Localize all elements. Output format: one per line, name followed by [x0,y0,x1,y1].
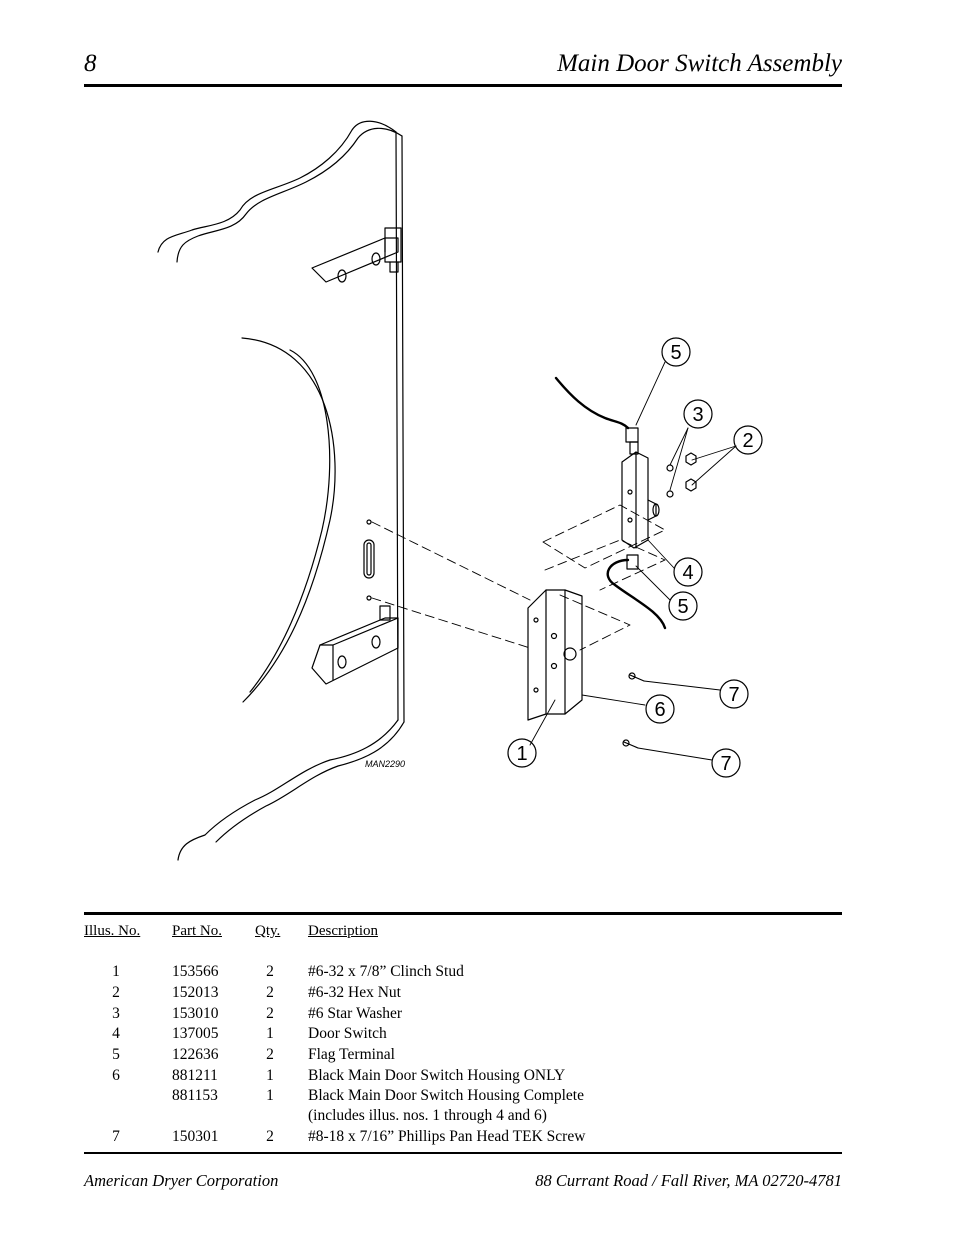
cell-part: 881211 [172,1067,218,1084]
cell-desc: #6 Star Washer [308,1005,403,1022]
cell-desc: #8-18 x 7/16” Phillips Pan Head TEK Scre… [308,1128,586,1145]
cell-desc: Flag Terminal [308,1046,395,1063]
cell-desc: Black Main Door Switch Housing ONLY [308,1067,566,1084]
header-rule [84,84,842,87]
page-number: 8 [84,50,97,77]
callout-7-upper: 7 [728,684,739,706]
callout-5-upper: 5 [670,342,681,364]
col-header-illus: Illus. No. [84,923,141,939]
cell-part: 122636 [172,1046,219,1063]
cell-illus: 2 [112,984,120,1001]
cell-desc: Black Main Door Switch Housing Complete [308,1087,584,1104]
cell-illus: 6 [112,1067,120,1084]
switch-housing [527,589,583,721]
leader-lines [529,361,737,761]
exploded-parts-diagram: 5 3 2 4 5 6 7 7 1 MAN2290 [157,120,763,861]
cell-part: 150301 [172,1128,219,1145]
cell-qty: 2 [266,1046,274,1063]
cell-qty: 2 [266,984,274,1001]
cell-part: 881153 [172,1087,218,1104]
cell-part: 153010 [172,1005,219,1022]
cell-part: 153566 [172,963,219,980]
cell-qty: 2 [266,1128,274,1145]
cell-qty: 1 [266,1025,274,1042]
cell-desc: (includes illus. nos. 1 through 4 and 6) [308,1107,547,1124]
cell-part: 152013 [172,984,219,1001]
col-header-desc: Description [308,923,378,939]
cell-illus: 1 [112,963,120,980]
door-panel-outline [157,120,405,861]
cell-desc: #6-32 x 7/8” Clinch Stud [308,963,464,980]
col-header-qty: Qty. [255,923,281,939]
cell-illus: 3 [112,1005,120,1022]
drawing-code: MAN2290 [365,759,405,769]
cell-desc: Door Switch [308,1025,387,1042]
lower-hinge-block [311,605,399,685]
callout-2: 2 [742,430,753,452]
cell-qty: 1 [266,1067,274,1084]
cell-desc: #6-32 Hex Nut [308,984,401,1001]
tek-screws [622,672,645,749]
nuts-and-washers [666,452,697,498]
cell-illus: 7 [112,1128,120,1145]
page-title: Main Door Switch Assembly [557,50,842,77]
col-header-part: Part No. [172,923,222,939]
callout-circles [507,337,763,778]
footer-rule [84,1152,842,1154]
cell-qty: 2 [266,963,274,980]
flag-terminals [554,376,667,630]
assembly-guide-lines [371,504,666,651]
cell-illus: 5 [112,1046,120,1063]
callout-6: 6 [654,699,665,721]
footer-company: American Dryer Corporation [84,1171,279,1190]
cell-qty: 2 [266,1005,274,1022]
upper-hinge-block [311,227,402,283]
callout-4: 4 [682,562,693,584]
cell-part: 137005 [172,1025,219,1042]
callout-3: 3 [692,404,703,426]
cell-illus: 4 [112,1025,120,1042]
door-glass-curve [241,337,336,703]
callout-5-lower: 5 [677,596,688,618]
door-slot [363,519,375,601]
door-switch [621,441,660,549]
cell-qty: 1 [266,1087,274,1104]
callout-1: 1 [516,743,527,765]
callout-7-lower: 7 [720,753,731,775]
footer-address: 88 Currant Road / Fall River, MA 02720-4… [535,1171,842,1190]
table-top-rule [84,912,842,915]
